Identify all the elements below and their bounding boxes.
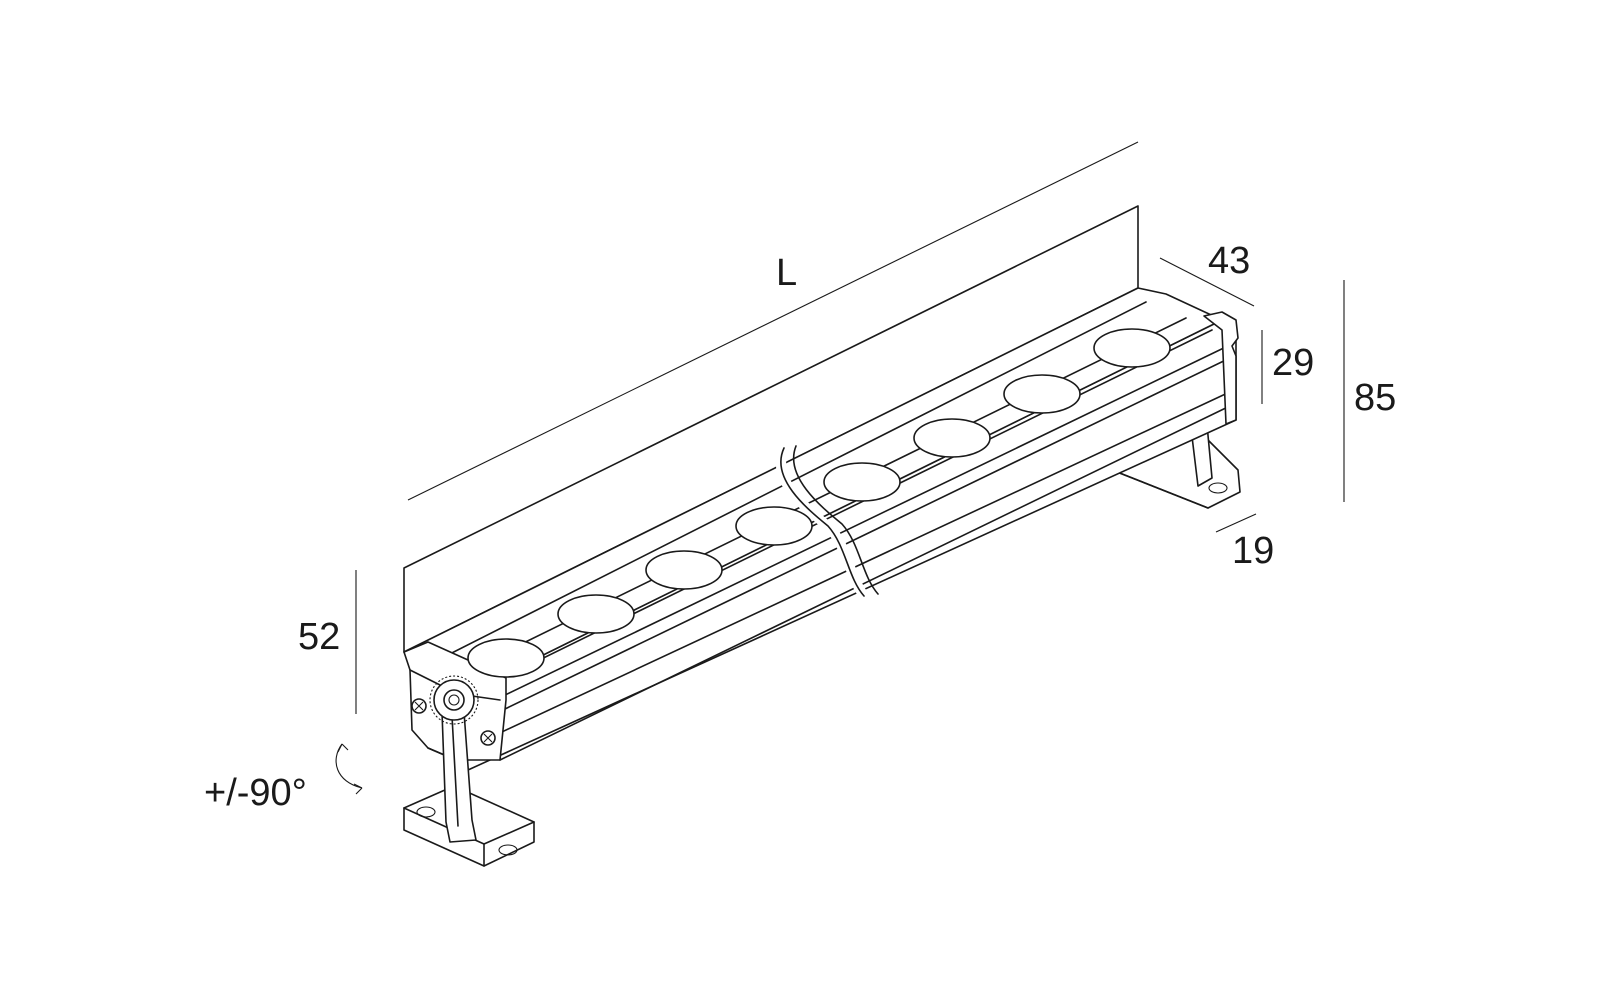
lens-8 [1093, 328, 1171, 368]
bracket-offset-dimension-line [1215, 513, 1257, 533]
body-height-label: 29 [1272, 342, 1315, 384]
length-dimension-line [407, 141, 1139, 501]
lens-1 [467, 638, 545, 678]
rotation-arrow-icon [335, 743, 363, 795]
led-lens-array [467, 328, 1171, 678]
lens-7 [1003, 374, 1081, 414]
total-height-label: 85 [1354, 377, 1397, 419]
lens-5 [823, 462, 901, 502]
dimension-lines [355, 257, 1345, 714]
lens-2 [557, 594, 635, 634]
lens-6 [913, 418, 991, 458]
right-end-cap [1203, 311, 1239, 425]
lens-4 [735, 506, 813, 546]
length-break-marks [776, 445, 879, 602]
width-dimension-line [1159, 257, 1255, 307]
rotation-label: +/-90° [204, 772, 307, 814]
front-mounting-bracket [403, 675, 535, 867]
bracket-offset-label: 19 [1232, 530, 1275, 572]
lens-3 [645, 550, 723, 590]
front-height-label: 52 [298, 616, 341, 658]
length-label: L [776, 252, 798, 294]
width-label: 43 [1208, 240, 1251, 282]
